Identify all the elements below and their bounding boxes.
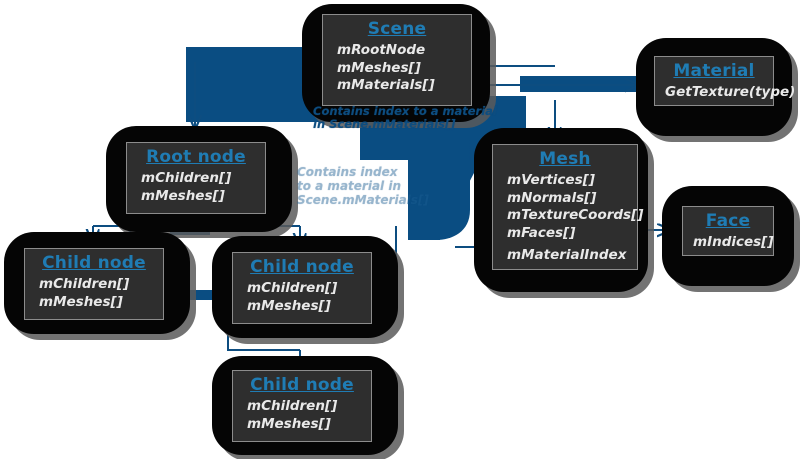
field-mnormals: mNormals[]	[507, 189, 597, 206]
field-gettexture: GetTexture(type)	[665, 84, 796, 100]
node-root-node[interactable]: Root node mChildren[] mMeshes[]	[126, 142, 266, 214]
annotation-material-index-faded: Contains index to a material in Scene.mM…	[297, 165, 429, 207]
node-mesh-fields: mVertices[] mNormals[] mTextureCoords[] …	[503, 172, 644, 265]
node-face-fields: mIndices[]	[693, 234, 774, 252]
field-mchildren: mChildren[]	[39, 276, 130, 292]
node-scene-fields: mRootNode mMeshes[] mMaterials[]	[333, 42, 461, 95]
node-scene-title: Scene	[367, 19, 427, 39]
node-child-bottom[interactable]: Child node mChildren[] mMeshes[]	[232, 370, 372, 442]
node-face-title: Face	[705, 211, 751, 231]
node-child-bottom-fields: mChildren[] mMeshes[]	[243, 398, 361, 433]
node-material[interactable]: Material GetTexture(type)	[654, 56, 796, 106]
node-material-title: Material	[673, 61, 755, 81]
field-mmaterials: mMaterials[]	[337, 77, 435, 93]
node-root-node-title: Root node	[146, 147, 246, 167]
field-mindices: mIndices[]	[693, 234, 774, 250]
field-mrootnode: mRootNode	[337, 42, 426, 58]
node-child-left-fields: mChildren[] mMeshes[]	[35, 276, 153, 311]
node-root-node-fields: mChildren[] mMeshes[]	[137, 170, 255, 205]
field-mtexturecoords: mTextureCoords[]	[507, 207, 644, 223]
node-child-left-title: Child node	[42, 253, 146, 273]
field-mvertices: mVertices[]	[507, 172, 595, 188]
node-mesh-title: Mesh	[539, 149, 591, 169]
node-child-bottom-title: Child node	[250, 375, 354, 395]
field-mmeshes: mMeshes[]	[39, 293, 123, 310]
node-material-fields: GetTexture(type)	[665, 84, 796, 102]
node-face[interactable]: Face mIndices[]	[682, 206, 774, 256]
annotation-material-index: Contains index to a material in Scene.mM…	[313, 104, 497, 131]
node-child-middle-title: Child node	[250, 257, 354, 277]
field-mfaces: mFaces[]	[507, 224, 576, 241]
field-mmeshes: mMeshes[]	[337, 59, 421, 76]
field-mmaterialindex: mMaterialIndex	[507, 247, 627, 263]
field-mchildren: mChildren[]	[247, 280, 338, 296]
field-mchildren: mChildren[]	[247, 398, 338, 414]
node-child-middle[interactable]: Child node mChildren[] mMeshes[]	[232, 252, 372, 324]
field-mmeshes: mMeshes[]	[247, 415, 331, 432]
field-mchildren: mChildren[]	[141, 170, 232, 186]
field-mmeshes: mMeshes[]	[247, 297, 331, 314]
node-scene[interactable]: Scene mRootNode mMeshes[] mMaterials[]	[322, 14, 472, 106]
node-mesh[interactable]: Mesh mVertices[] mNormals[] mTextureCoor…	[492, 144, 644, 270]
node-child-left[interactable]: Child node mChildren[] mMeshes[]	[24, 248, 164, 320]
node-child-middle-fields: mChildren[] mMeshes[]	[243, 280, 361, 315]
field-mmeshes: mMeshes[]	[141, 187, 225, 204]
